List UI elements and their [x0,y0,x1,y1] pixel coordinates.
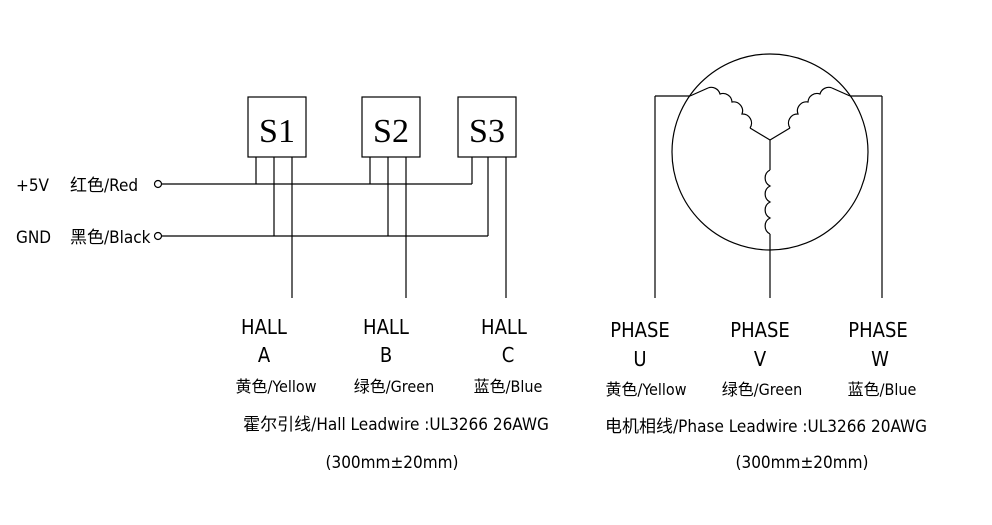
hall-b-label-group: HALL B 绿色/Green [354,315,434,396]
phase-v-line1: PHASE [730,318,789,342]
phase-v-label-group: PHASE V 绿色/Green [722,318,802,399]
gnd-terminal [153,231,163,241]
sensor-s1: S1 [247,96,307,298]
sensor-s3: S3 [457,96,517,298]
hall-a-color: 黄色/Yellow [236,377,317,396]
phase-u-line2: U [633,347,646,371]
phase-w-line1: PHASE [848,318,907,342]
phase-w-line2: W [871,347,889,371]
hall-leadwire-spec: 霍尔引线/Hall Leadwire :UL3266 26AWG [243,415,549,435]
phase-v-line2: V [754,347,767,371]
phase-w-color: 蓝色/Blue [848,380,917,399]
hall-a-line2: A [258,343,271,367]
hall-b-color: 绿色/Green [354,377,434,396]
hall-b-line2: B [380,343,392,367]
sensor-s3-label: S3 [469,113,505,150]
hall-length-spec: (300mm±20mm) [326,453,459,473]
phase-u-line1: PHASE [610,318,669,342]
phase-leadwire-spec: 电机相线/Phase Leadwire :UL3266 20AWG [605,417,927,437]
vcc-color-label: 红色/Red [70,176,138,196]
phase-w-label-group: PHASE W 蓝色/Blue [848,318,917,399]
gnd-color-label: 黑色/Black [70,228,151,248]
sensor-s2: S2 [361,96,421,298]
sensor-s2-label: S2 [373,113,409,150]
phase-u-label-group: PHASE U 黄色/Yellow [606,318,687,399]
hall-b-line1: HALL [363,315,409,339]
hall-c-line2: C [502,343,515,367]
hall-c-line1: HALL [481,315,527,339]
phase-length-spec: (300mm±20mm) [736,453,869,473]
vcc-label: +5V [16,176,50,196]
phase-v-color: 绿色/Green [722,380,802,399]
gnd-label: GND [16,228,51,248]
hall-c-color: 蓝色/Blue [474,377,543,396]
star-winding [655,86,882,250]
vcc-terminal [153,179,163,189]
hall-c-label-group: HALL C 蓝色/Blue [474,315,543,396]
phase-u-color: 黄色/Yellow [606,380,687,399]
hall-a-line1: HALL [241,315,287,339]
hall-a-label-group: HALL A 黄色/Yellow [236,315,317,396]
sensor-s1-label: S1 [259,113,295,150]
